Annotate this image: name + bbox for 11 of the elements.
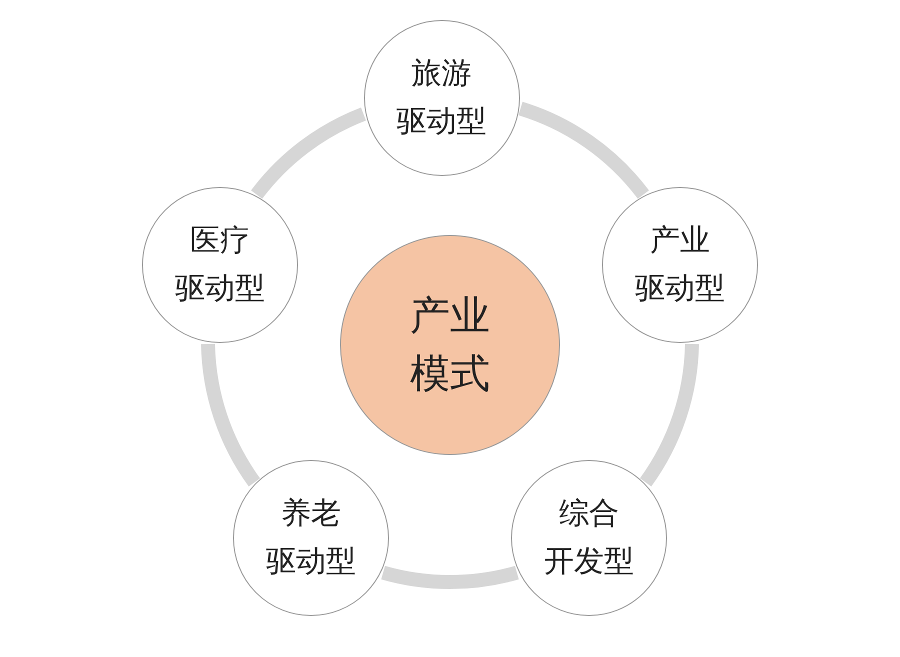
ring-connector [518, 102, 649, 200]
ring-connector [382, 566, 518, 589]
circle-label: 旅游驱动型 [396, 55, 487, 142]
ring-connector [640, 343, 699, 486]
ring-connector [251, 108, 366, 200]
circle-label: 产业驱动型 [635, 222, 726, 308]
circle-label: 医疗驱动型 [174, 222, 265, 308]
circle-label: 养老驱动型 [266, 495, 356, 582]
circle-label: 综合开发型 [544, 495, 634, 582]
ring-connector [201, 343, 260, 486]
circle-label: 产业模式 [410, 292, 490, 399]
